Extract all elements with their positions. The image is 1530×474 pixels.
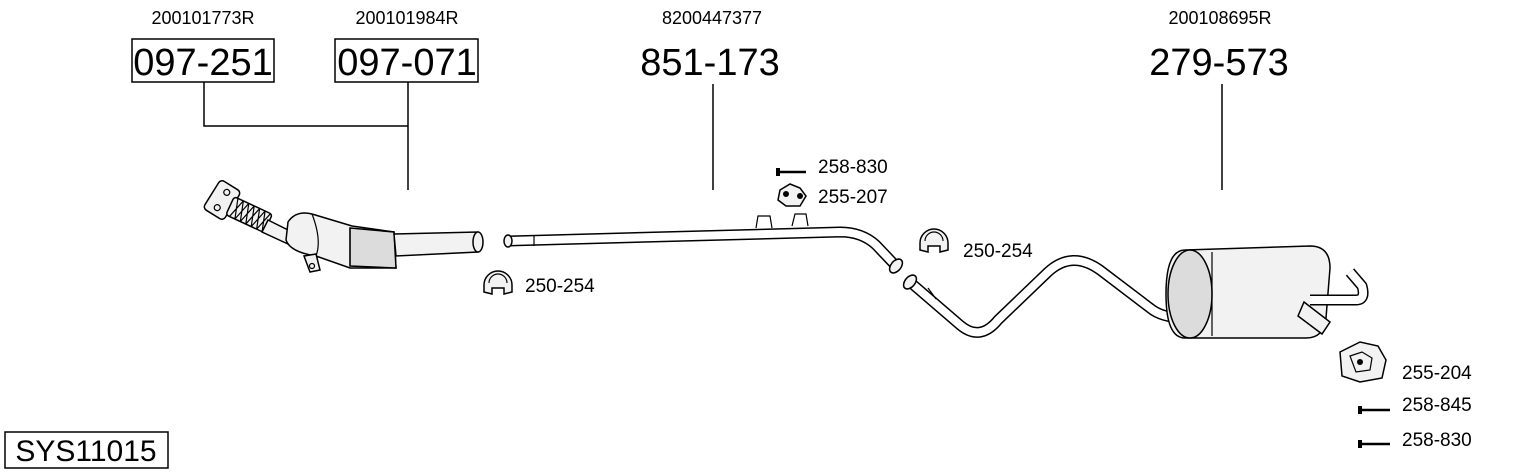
part-number-cat2[interactable]: 097-071 xyxy=(337,42,476,84)
part-box-cat1 xyxy=(131,38,275,83)
oe-ref-cat1: 200101773R xyxy=(151,8,254,28)
oe-ref-rear: 200108695R xyxy=(1168,8,1271,28)
hardware-clamp-front[interactable]: 250-254 xyxy=(525,276,595,297)
oe-ref-middle: 8200447377 xyxy=(662,8,762,28)
oe-ref-cat2: 200101984R xyxy=(355,8,458,28)
hardware-bolt-rear-2[interactable]: 258-830 xyxy=(1402,430,1472,451)
bolt-icon-rear-1 xyxy=(1358,406,1390,414)
clamp-icon-front xyxy=(483,270,513,295)
part-box-cat2 xyxy=(334,38,479,83)
part-number-middle[interactable]: 851-173 xyxy=(640,42,779,84)
part-number-cat1[interactable]: 097-251 xyxy=(133,42,272,84)
hardware-bolt-top[interactable]: 258-830 xyxy=(818,157,888,178)
clamp-icon-mid xyxy=(919,228,949,253)
diagram-id: SYS11015 xyxy=(15,435,156,468)
part-number-rear[interactable]: 279-573 xyxy=(1149,42,1288,84)
middle-pipe xyxy=(503,213,904,274)
catalyst-assembly xyxy=(203,179,484,273)
hardware-bolt-rear-1[interactable]: 258-845 xyxy=(1402,395,1472,416)
leader-cat1 xyxy=(203,82,408,127)
diagram-id-box xyxy=(4,431,169,469)
bolt-icon-rear-2 xyxy=(1358,440,1390,448)
hanger-icon-rear xyxy=(1339,341,1387,383)
hardware-hanger-rear[interactable]: 255-204 xyxy=(1402,363,1472,384)
hardware-clamp-mid[interactable]: 250-254 xyxy=(963,241,1033,262)
hardware-rubber-top[interactable]: 255-207 xyxy=(818,187,888,208)
bolt-icon-top xyxy=(776,168,806,176)
rear-silencer xyxy=(902,245,1369,339)
rubber-mount-icon-top xyxy=(777,183,807,207)
